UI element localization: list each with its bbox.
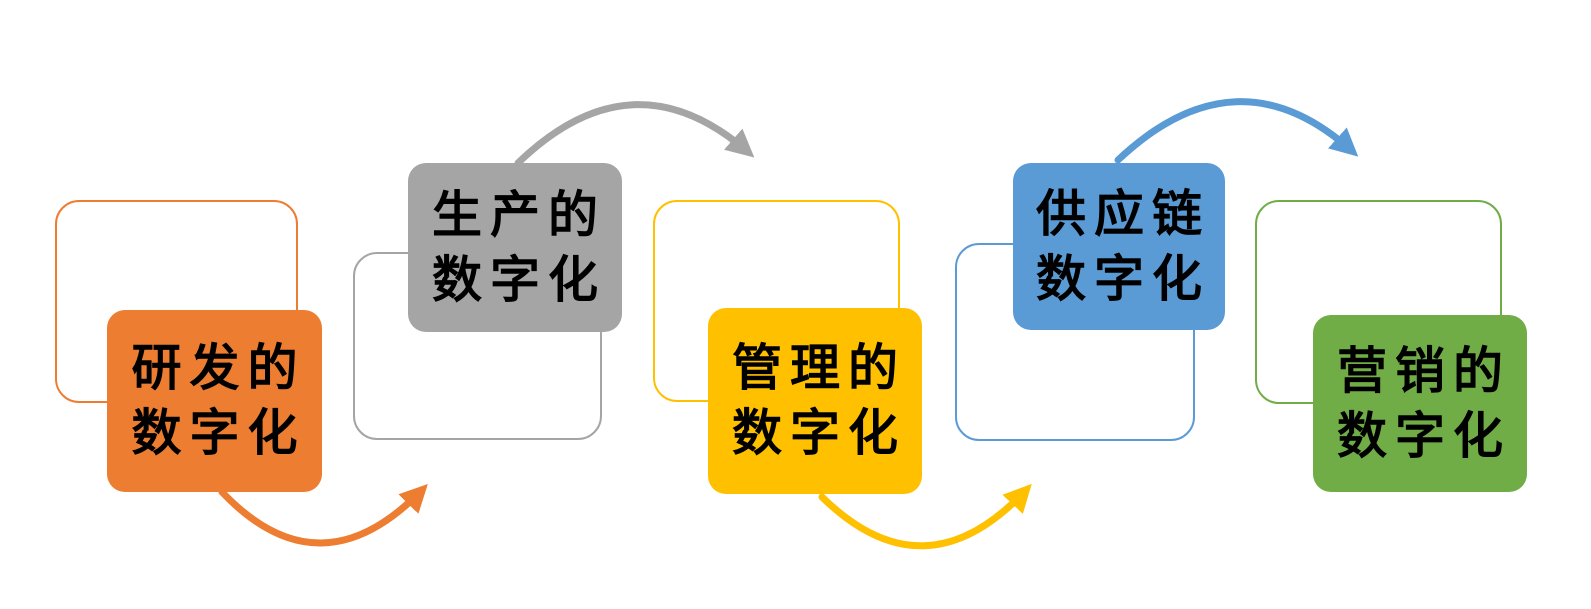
node-label-line: 营销的	[1337, 341, 1511, 400]
node-label-line: 研发的	[131, 339, 306, 397]
node-label-line: 生产的	[432, 185, 606, 244]
node-label-line: 数字化	[1337, 406, 1511, 465]
node-marketing-digitalization: 营销的 数字化	[1313, 315, 1527, 492]
arrow-supply-chain-to-marketing	[1114, 98, 1359, 164]
arrow-management-to-supply-chain	[818, 483, 1032, 550]
node-rd-digitalization: 研发的 数字化	[107, 310, 322, 492]
node-label-line: 数字化	[732, 404, 906, 462]
node-label-line: 管理的	[732, 339, 906, 397]
node-label-line: 供应链	[1036, 184, 1210, 243]
node-management-digitalization: 管理的 数字化	[708, 308, 922, 494]
arrow-production-to-management	[514, 101, 755, 167]
node-label-line: 数字化	[1036, 249, 1210, 308]
node-label-line: 数字化	[131, 404, 306, 462]
node-production-digitalization: 生产的 数字化	[408, 163, 622, 332]
node-label-line: 数字化	[432, 250, 606, 309]
arrow-rd-to-production	[218, 483, 428, 547]
node-supply-chain-digitalization: 供应链 数字化	[1013, 163, 1225, 330]
